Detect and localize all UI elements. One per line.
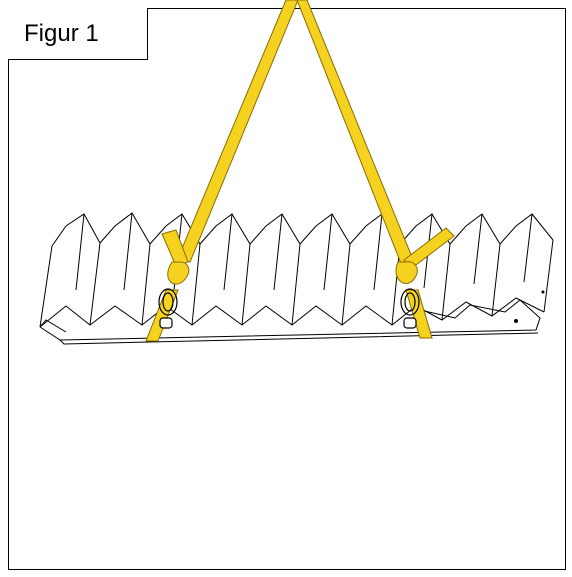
figure-label-text: Figur 1 bbox=[24, 19, 99, 47]
figure-label: Figur 1 bbox=[8, 8, 148, 60]
lifting-strap-right bbox=[296, 0, 455, 339]
beam-bolt-icon-2 bbox=[541, 290, 545, 294]
beam-bolt-icon bbox=[514, 319, 518, 323]
shackle-icon-left bbox=[158, 288, 178, 329]
corrugated-beam bbox=[39, 212, 554, 345]
lifting-strap-left bbox=[145, 0, 299, 342]
figure-frame bbox=[8, 8, 566, 570]
shackle-icon-right bbox=[400, 288, 420, 329]
